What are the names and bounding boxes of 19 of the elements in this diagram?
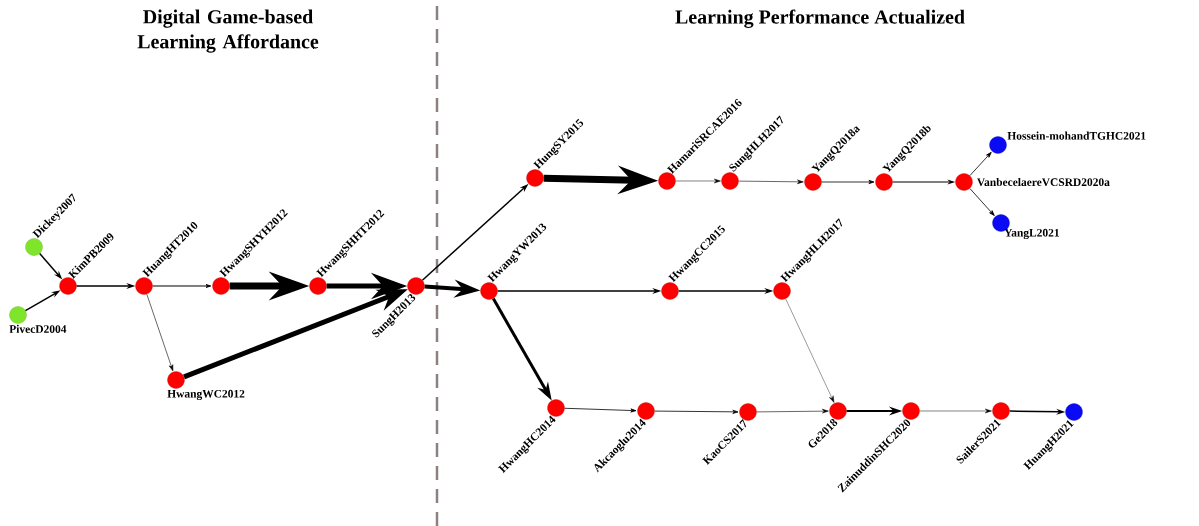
heading: Digital Game-based Learning Affordance (137, 9, 319, 53)
node-label: HwangWC2012 (167, 389, 245, 400)
arrow (756, 409, 829, 414)
arrow (919, 408, 992, 414)
node-label: VanbecelaereVCSRD2020a (977, 177, 1110, 187)
node-label: YangL2021 (1004, 228, 1059, 239)
arrow (738, 179, 804, 184)
arrow (146, 293, 174, 372)
arrow (969, 188, 995, 216)
heading: Learning Performance Actualized (675, 9, 965, 28)
arrow (969, 151, 992, 177)
arrow (152, 284, 212, 288)
arrow (675, 178, 721, 184)
arrow (821, 179, 875, 185)
arrow (654, 409, 739, 414)
node-label: Hossein-mohandTGHC2021 (1007, 131, 1146, 140)
arrow (564, 407, 637, 413)
node-label: PivecD2004 (9, 324, 67, 333)
arrow (785, 298, 835, 403)
